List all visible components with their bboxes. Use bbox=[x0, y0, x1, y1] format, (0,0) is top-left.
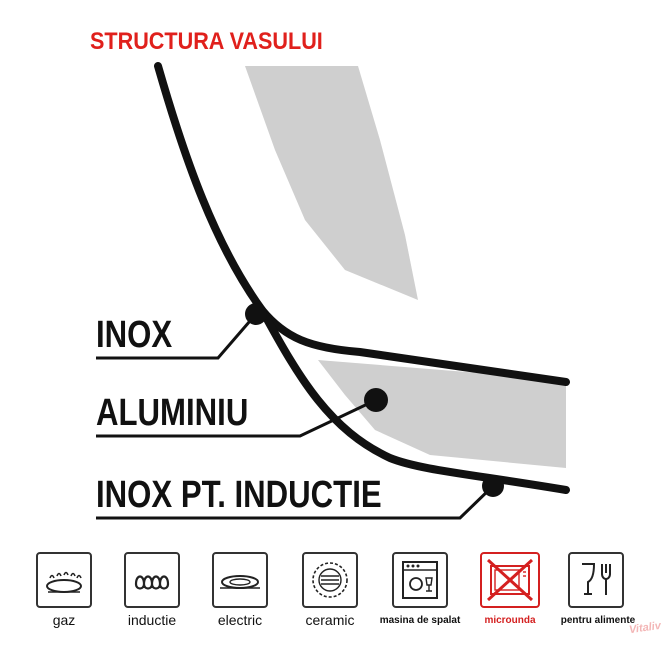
base-layer-fill bbox=[318, 360, 566, 468]
leader-inox bbox=[96, 313, 258, 360]
dot-inox-inductie bbox=[482, 475, 504, 497]
caption-microunda: microunda bbox=[484, 615, 536, 626]
caption-masina-de-spalat: masina de spalat bbox=[379, 615, 461, 626]
gas-burner-icon bbox=[36, 552, 92, 608]
diagram-title: STRUCTURA VASULUI bbox=[90, 28, 323, 55]
leader-aluminiu bbox=[96, 398, 377, 438]
caption-ceramic: ceramic bbox=[305, 612, 355, 628]
dot-aluminiu bbox=[364, 388, 388, 412]
label-inox: INOX bbox=[96, 314, 173, 356]
microwave-crossed-icon bbox=[480, 552, 540, 608]
electric-plate-icon bbox=[212, 552, 268, 608]
outer-wall-line bbox=[154, 62, 570, 386]
induction-coil-icon bbox=[124, 552, 180, 608]
compatibility-strip: gaz inductie electric ceramic bbox=[0, 548, 669, 650]
label-inox-inductie: INOX PT. INDUCTIE bbox=[96, 474, 382, 516]
label-aluminiu: ALUMINIU bbox=[96, 392, 249, 434]
cookware-cross-section bbox=[96, 62, 570, 520]
food-safe-icon bbox=[568, 552, 624, 608]
dishwasher-icon bbox=[392, 552, 448, 608]
dot-inox bbox=[245, 303, 267, 325]
caption-electric: electric bbox=[217, 612, 263, 628]
caption-pentru-alimente: pentru alimente bbox=[560, 615, 636, 626]
ceramic-hob-icon bbox=[302, 552, 358, 608]
caption-inductie: inductie bbox=[127, 612, 177, 628]
wall-layer-fill bbox=[245, 66, 418, 300]
caption-gaz: gaz bbox=[52, 612, 76, 628]
leader-inox-inductie bbox=[96, 484, 495, 520]
